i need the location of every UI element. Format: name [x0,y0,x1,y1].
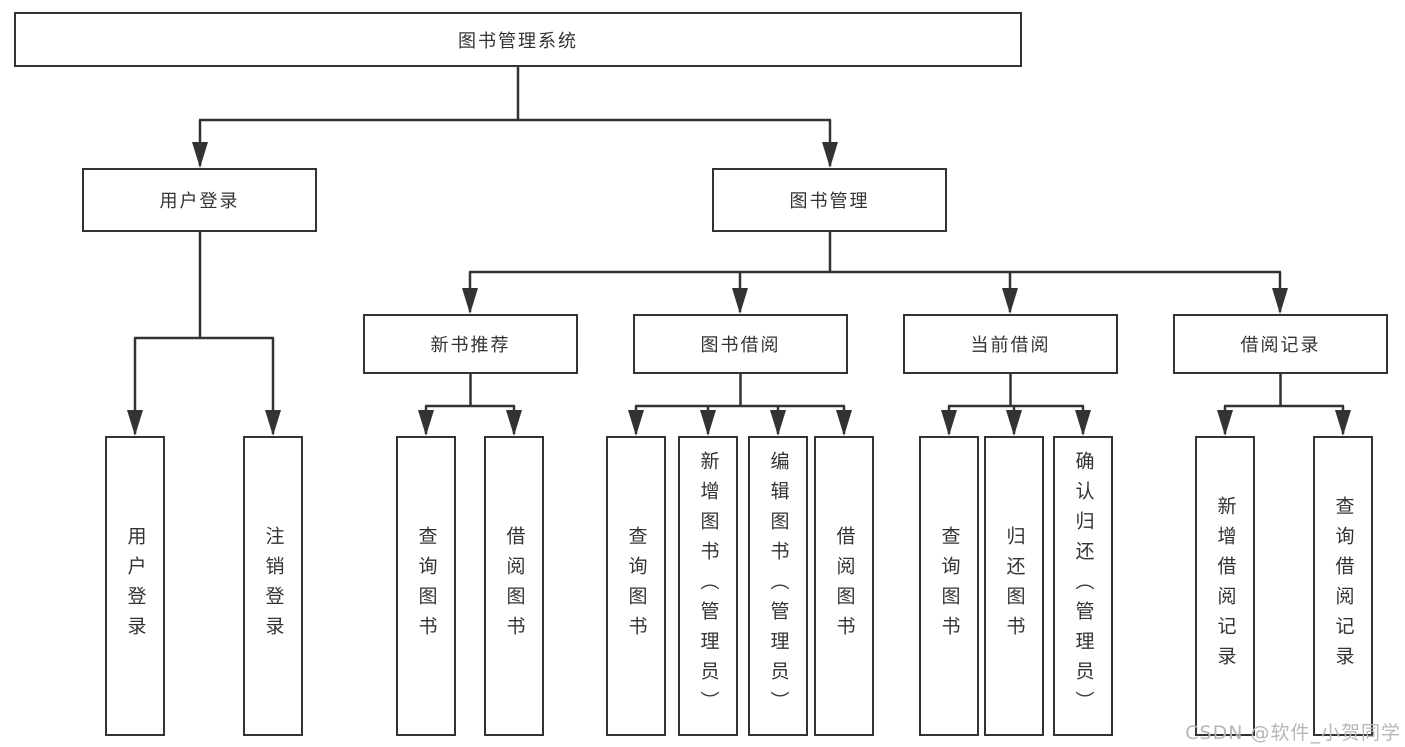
node-new-book-recommendation: 新书推荐 [363,314,578,374]
leaf-query-books-current: 查询图书 [919,436,979,736]
leaf-label: 编辑图书（管理员） [767,451,790,721]
leaf-label: 借阅图书 [833,526,856,646]
leaf-label: 新增借阅记录 [1214,496,1237,676]
tree-arrow-lines [127,120,1351,436]
node-book-borrowing: 图书借阅 [633,314,848,374]
node-label: 用户登录 [159,191,240,212]
node-label: 图书管理系统 [458,30,578,52]
leaf-query-books-borrow: 查询图书 [606,436,666,736]
node-label: 图书借阅 [700,335,781,356]
leaf-query-borrow-record: 查询借阅记录 [1313,436,1373,736]
leaf-label: 查询图书 [625,526,648,646]
node-book-management: 图书管理 [712,168,947,232]
leaf-confirm-return-admin: 确认归还（管理员） [1053,436,1113,736]
leaf-logout: 注销登录 [243,436,303,736]
leaf-add-borrow-record: 新增借阅记录 [1195,436,1255,736]
leaf-label: 查询图书 [938,526,961,646]
leaf-label: 查询借阅记录 [1332,496,1355,676]
watermark: CSDN @软件_小贺同学 [1185,722,1401,744]
leaf-edit-book-admin: 编辑图书（管理员） [748,436,808,736]
node-label: 图书管理 [789,191,870,212]
leaf-label: 注销登录 [262,526,285,646]
leaf-return-books: 归还图书 [984,436,1044,736]
leaf-label: 归还图书 [1003,526,1026,646]
node-library-management-system: 图书管理系统 [14,12,1022,67]
node-label: 当前借阅 [970,335,1051,356]
leaf-query-books-recommend: 查询图书 [396,436,456,736]
tree-trunk-lines [134,66,1344,408]
node-user-login: 用户登录 [82,168,317,232]
node-current-borrowing: 当前借阅 [903,314,1118,374]
leaf-label: 新增图书（管理员） [697,451,720,721]
leaf-borrow-books-recommend: 借阅图书 [484,436,544,736]
leaf-user-login: 用户登录 [105,436,165,736]
leaf-borrow-books: 借阅图书 [814,436,874,736]
node-label: 借阅记录 [1240,335,1321,356]
leaf-add-book-admin: 新增图书（管理员） [678,436,738,736]
leaf-label: 借阅图书 [503,526,526,646]
node-borrowing-records: 借阅记录 [1173,314,1388,374]
leaf-label: 查询图书 [415,526,438,646]
leaf-label: 用户登录 [124,526,147,646]
node-label: 新书推荐 [430,335,511,356]
leaf-label: 确认归还（管理员） [1072,451,1095,721]
